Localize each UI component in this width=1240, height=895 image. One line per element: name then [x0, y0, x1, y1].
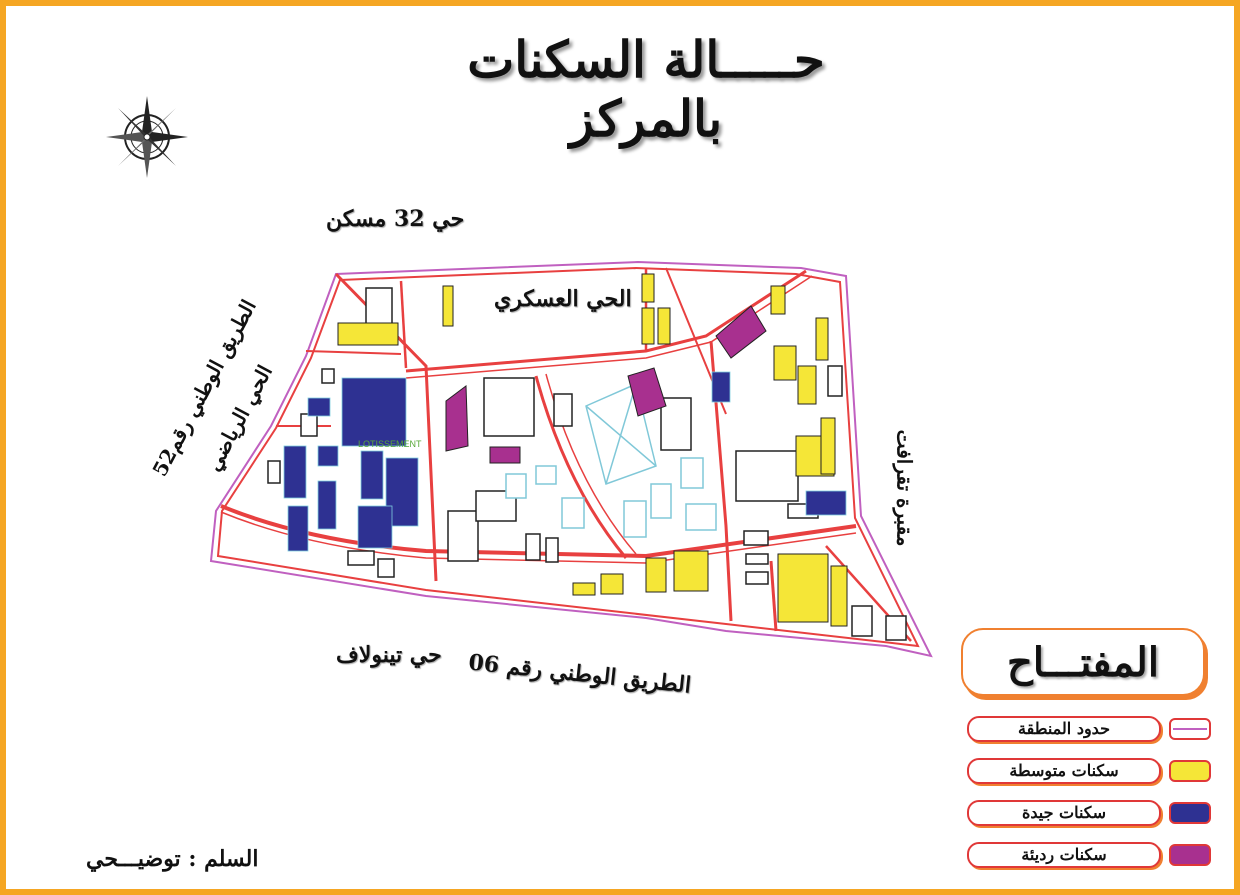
legend-item-good: سكنات جيدة [961, 798, 1211, 828]
legend-swatch-good [1169, 802, 1211, 824]
poor-housing-blocks [445, 305, 767, 464]
legend-swatch-poor [1169, 844, 1211, 866]
label-hay32: حي 32 مسكن [326, 206, 465, 232]
medium-housing-blocks [337, 273, 848, 627]
legend-title: المفتـــاح [961, 628, 1205, 696]
road [220, 504, 857, 559]
good-housing-blocks [283, 371, 847, 552]
legend-item-medium: سكنات متوسطة [961, 756, 1211, 786]
label-tinoulaf: حي تينولاف [336, 642, 442, 668]
compass-rose-icon [106, 96, 188, 178]
legend-item-boundary: حدود المنطقة [961, 714, 1211, 744]
legend-swatch-boundary [1169, 718, 1211, 740]
map-title: حـــــالة السكنات بالمركز [467, 30, 825, 148]
label-east: مقبرة تقرافت [892, 429, 917, 547]
label-lotissement: LOTISSEMENT [358, 439, 422, 449]
settlement-map [209, 260, 933, 658]
legend-item-poor: سكنات رديئة [961, 840, 1211, 870]
legend-swatch-medium [1169, 760, 1211, 782]
road [405, 269, 807, 373]
label-military: الحي العسكري [494, 286, 632, 312]
scale-note: السلم : توضيـــحي [86, 846, 259, 872]
